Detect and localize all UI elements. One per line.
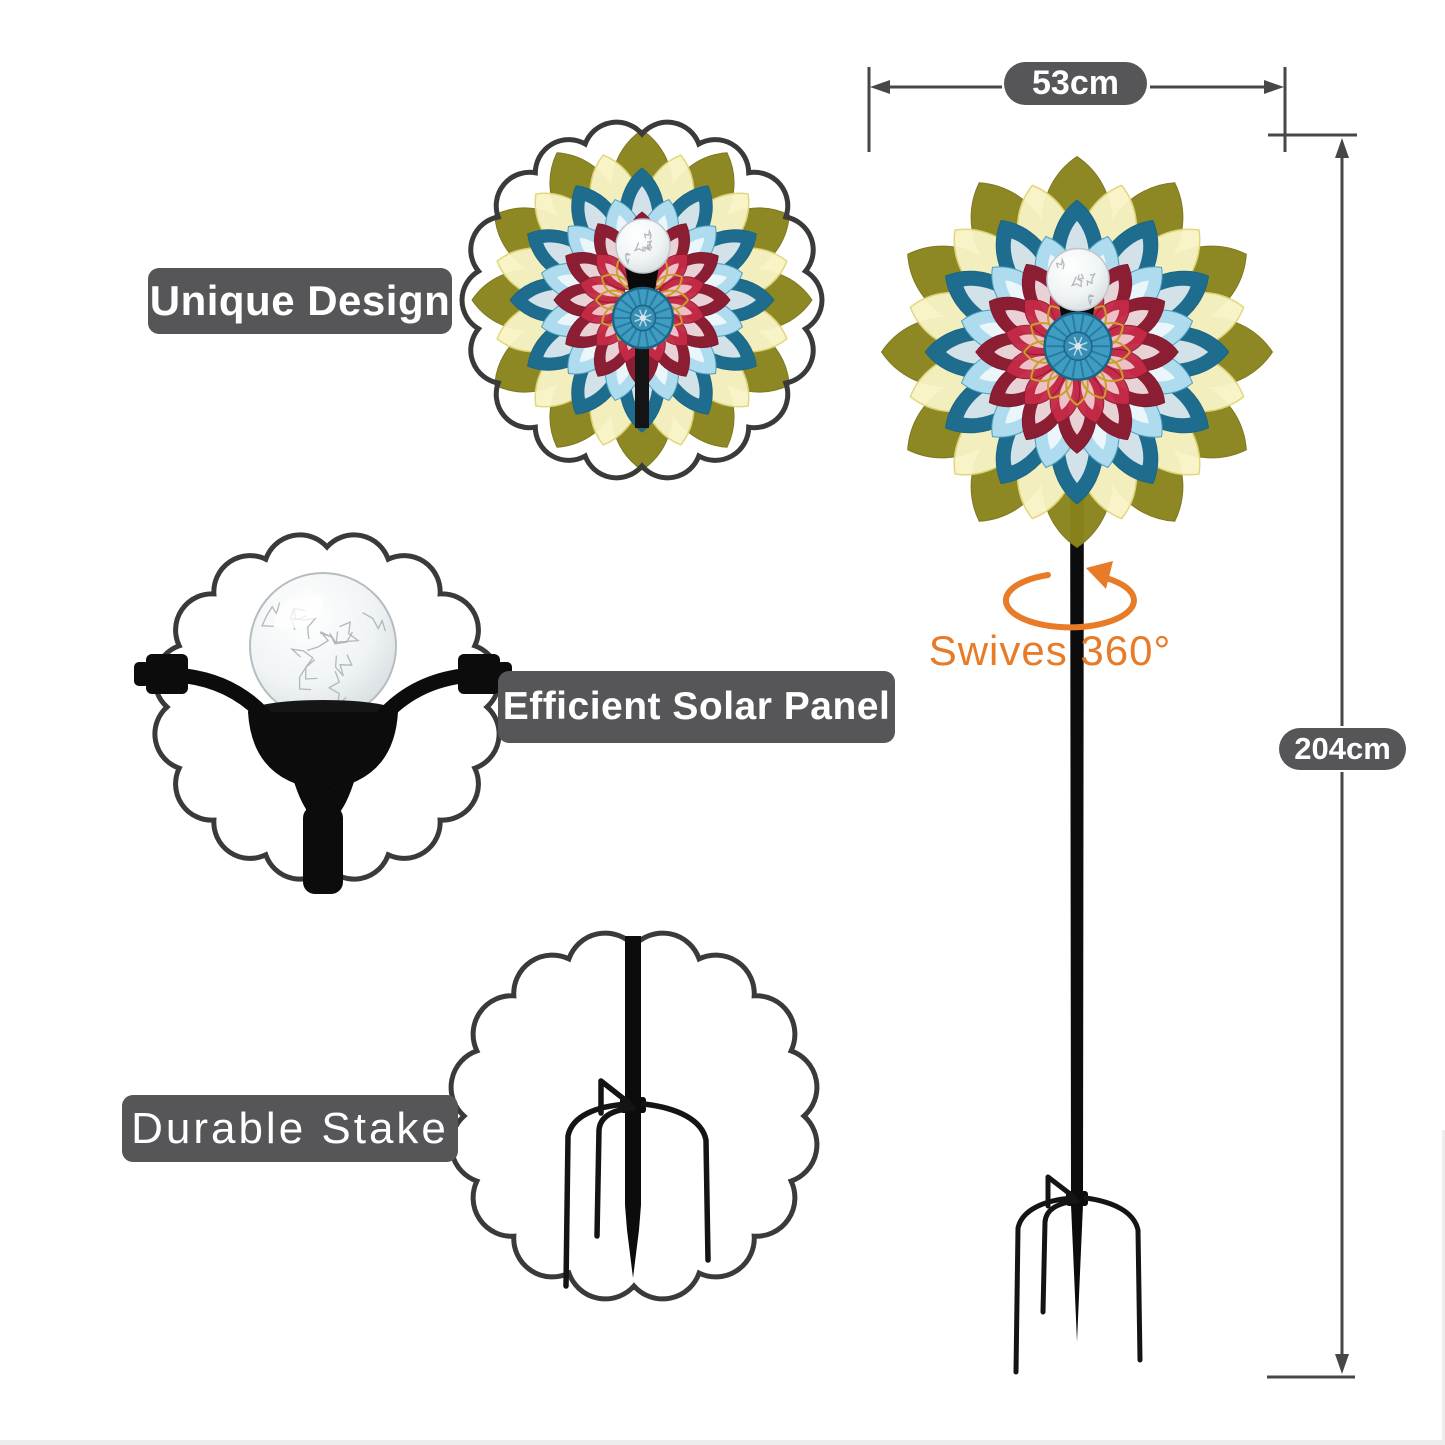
- image-right-edge: [1442, 1130, 1445, 1445]
- height-dimension-label: 204cm: [1279, 728, 1406, 770]
- feature-label-durable-stake: Durable Stake: [122, 1095, 458, 1162]
- feature-label-unique-design: Unique Design: [148, 268, 452, 334]
- durable-stake-closeup: [448, 930, 820, 1302]
- solar-panel-closeup: [134, 532, 512, 894]
- product-pole-and-stake: [1013, 370, 1143, 1375]
- width-dimension-label: 53cm: [1004, 62, 1147, 105]
- unique-design-spinner-closeup: [459, 119, 825, 481]
- feature-label-efficient-solar-panel: Efficient Solar Panel: [498, 671, 895, 743]
- full-product-wind-spinner-head: [880, 155, 1274, 549]
- dimension-lines: [867, 67, 1357, 1379]
- swivel-rotation-arrow: [1002, 561, 1137, 631]
- image-bottom-edge: [0, 1440, 1445, 1445]
- swivel-360-annotation: Swives 360°: [928, 627, 1172, 674]
